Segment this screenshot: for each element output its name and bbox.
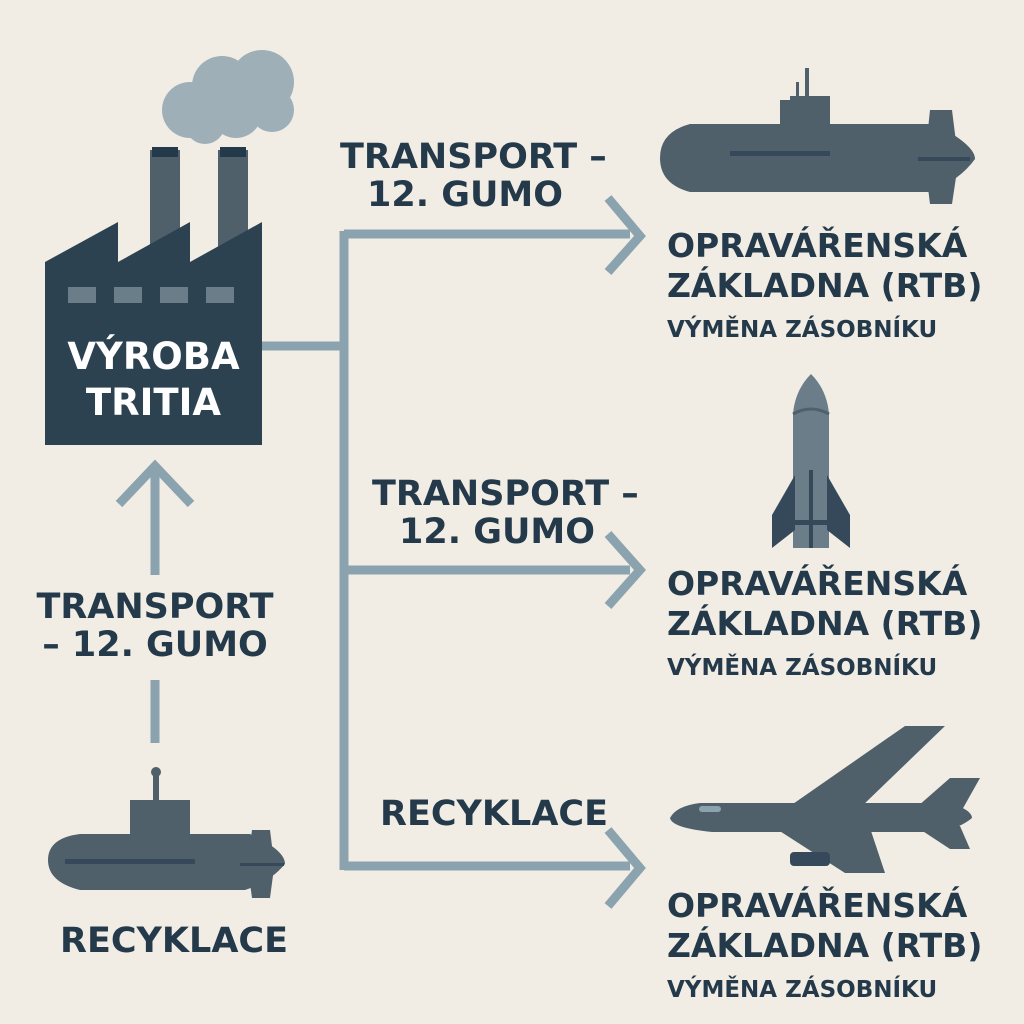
flow-label-1-line1: TRANSPORT – — [340, 137, 607, 177]
factory-window — [114, 287, 142, 303]
base-label-1: OPRAVÁŘENSKÁ ZÁKLADNA (RTB) VÝMĚNA ZÁSOB… — [667, 226, 982, 344]
base-1-subtitle: VÝMĚNA ZÁSOBNÍKU — [667, 317, 938, 343]
arrowheads — [115, 195, 647, 909]
arrowhead-base-3 — [604, 827, 646, 909]
chimney-cap-left — [152, 147, 178, 157]
recycle-label: RECYKLACE — [60, 921, 288, 961]
flow-label-2-line1: TRANSPORT – — [372, 474, 639, 514]
return-flow-label-line2: – 12. GUMO — [42, 625, 268, 665]
missile-icon — [772, 374, 850, 548]
return-flow-label: TRANSPORT – 12. GUMO — [30, 588, 280, 664]
arrowhead-base-1 — [604, 195, 646, 275]
connector-lines — [150, 229, 630, 871]
submarine-icon — [48, 767, 285, 898]
base-3-subtitle: VÝMĚNA ZÁSOBNÍKU — [667, 977, 938, 1003]
base-2-title-line1: OPRAVÁŘENSKÁ — [667, 564, 968, 603]
base-1-title-line1: OPRAVÁŘENSKÁ — [667, 226, 968, 265]
arrowhead-base-2 — [604, 531, 647, 609]
base-label-3: OPRAVÁŘENSKÁ ZÁKLADNA (RTB) VÝMĚNA ZÁSOB… — [667, 886, 982, 1004]
factory-label-line2: TRITIA — [85, 381, 222, 424]
base-3-title-line2: ZÁKLADNA (RTB) — [667, 926, 983, 965]
trunk-connector — [262, 231, 349, 870]
arrowhead-factory — [115, 459, 195, 508]
submarine-icon — [660, 68, 975, 204]
factory-icon — [45, 147, 262, 445]
flow-label-1: TRANSPORT – 12. GUMO — [340, 137, 607, 215]
factory-label-line1: VÝROBA — [67, 335, 240, 378]
factory-window — [206, 287, 234, 303]
base-3-title-line1: OPRAVÁŘENSKÁ — [667, 886, 968, 925]
smoke-cloud-icon — [162, 50, 294, 144]
factory-building — [45, 222, 262, 445]
return-flow-label-line1: TRANSPORT — [36, 587, 274, 627]
base-2-subtitle: VÝMĚNA ZÁSOBNÍKU — [667, 655, 938, 681]
flow-label-1-line2: 12. GUMO — [367, 175, 563, 215]
chimney-cap-right — [220, 147, 246, 157]
airplane-icon — [670, 726, 980, 873]
flow-label-3: RECYKLACE — [380, 795, 608, 833]
factory-label: VÝROBA TRITIA — [45, 334, 262, 426]
flow-label-3-line1: RECYKLACE — [380, 794, 608, 834]
flow-label-2: TRANSPORT – 12. GUMO — [372, 474, 639, 552]
base-1-title-line2: ZÁKLADNA (RTB) — [667, 266, 983, 305]
factory-window — [68, 287, 96, 303]
base-2-title-line2: ZÁKLADNA (RTB) — [667, 604, 983, 643]
factory-window — [160, 287, 188, 303]
base-label-2: OPRAVÁŘENSKÁ ZÁKLADNA (RTB) VÝMĚNA ZÁSOB… — [667, 564, 982, 682]
flow-label-2-line2: 12. GUMO — [399, 512, 595, 552]
